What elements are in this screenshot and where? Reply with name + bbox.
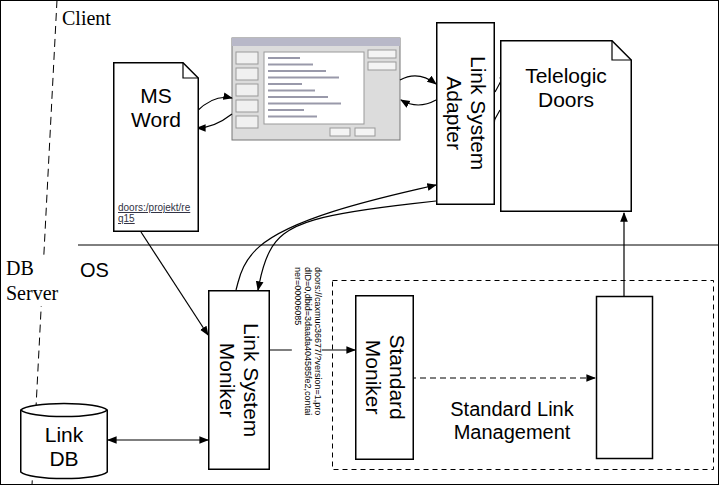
url-label: doors://caxmuc36677/?version=1,prodID=0,… [292,267,322,417]
os-divider [78,245,719,246]
connector-arrow [108,439,208,440]
link-text: doors:/projekt/req15 [118,202,194,224]
node-label: Link System Adapter [441,30,489,197]
list-row [268,109,304,111]
node-label: Link System Moniker [215,298,263,462]
toolbar-button [236,100,258,112]
list-row [268,96,328,98]
node-label: MS Word [126,84,186,132]
region-label: OS [80,258,109,283]
document-shape: MS Word doors:/projekt/req15 [113,62,199,232]
title-bar [232,38,400,46]
target-box [597,297,653,459]
list-row [268,70,326,72]
toolbar-button [236,84,258,96]
screenshot [232,38,400,140]
list-row [268,103,341,105]
window-frame [232,38,400,140]
process-box: Link System Moniker [208,290,270,470]
document-shape: Telelogic Doors [500,40,632,212]
flow-arrow [197,114,232,128]
list-row [268,83,302,85]
button [368,50,396,58]
list-row [268,77,339,79]
flow-arrow [401,100,436,105]
list-row [268,64,313,66]
group-box: Standard Link Management Standard Moniker [332,280,714,470]
connector-arrow [258,201,436,290]
dashed-arrow [410,377,595,378]
process-box: Link System Adapter [436,22,495,205]
button [330,128,350,136]
button [368,62,396,70]
database-cylinder: Link DB [20,402,108,480]
button [355,128,375,136]
node-label: Standard Moniker [360,303,408,452]
list-row [268,116,317,118]
toolbar-button [236,52,258,64]
node-label: Link DB [36,423,92,471]
flow-arrow [623,213,624,296]
flow-arrow [400,76,436,84]
node-label: Telelogic Doors [511,64,621,112]
toolbar-button [236,116,258,128]
region-label: Client [62,6,111,31]
list-area [264,52,364,124]
toolbar-button [236,68,258,80]
list-row [268,90,315,92]
region-label: DB Server [6,256,66,306]
node-label: Standard Link Management [437,398,587,444]
connector-arrow [236,185,436,290]
process-box: Standard Moniker [355,295,414,460]
connector-arrow [141,232,208,335]
list-row [268,57,300,59]
flow-arrow [196,97,232,112]
